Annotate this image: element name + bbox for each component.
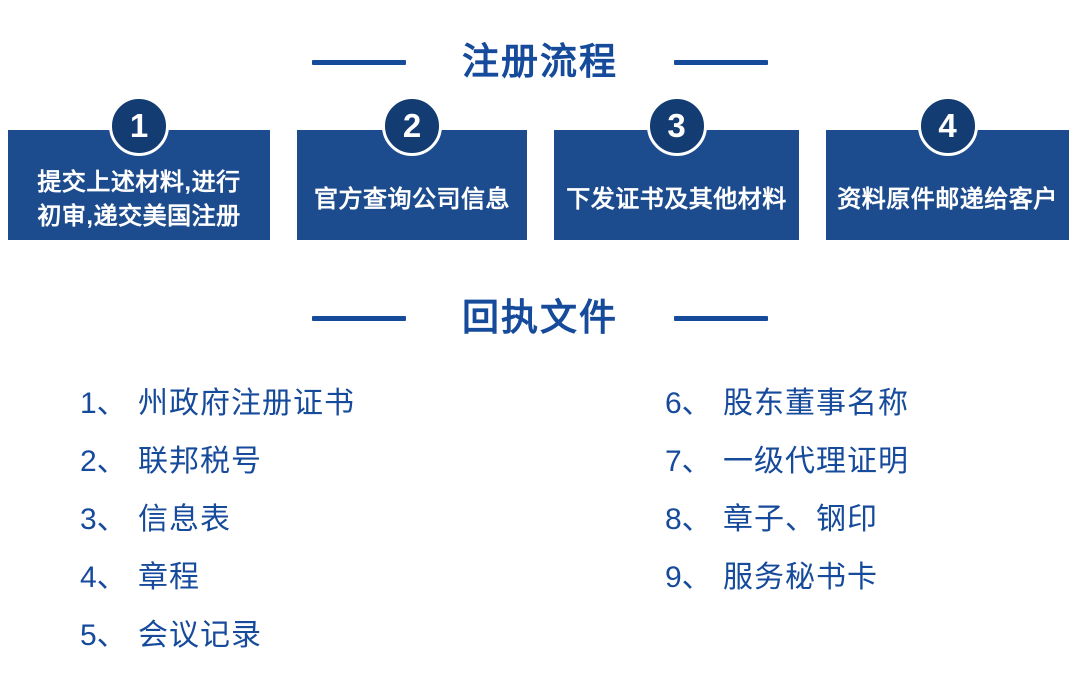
step-4-number: 4 [938,107,957,145]
process-step-3: 3 下发证书及其他材料 [554,96,799,241]
documents-section-header: 回执文件 [0,296,1080,340]
step-2-text: 官方查询公司信息 [314,185,510,213]
doc-item-4-label: 章程 [138,560,200,594]
step-4-number-badge: 4 [917,96,978,157]
process-steps: 1 提交上述材料,进行 初审,递交美国注册 2 官方查询公司信息 3 下发证书及… [8,96,1069,241]
step-3-number: 3 [667,107,686,145]
doc-item-8: 8、 章子、钢印 [665,487,1080,545]
step-1-number-badge: 1 [109,96,169,157]
documents-column-right: 6、 股东董事名称 7、 一级代理证明 8、 章子、钢印 9、 服务秘书卡 [540,371,1080,661]
doc-item-8-number: 8、 [665,502,712,536]
documents-column-left: 1、 州政府注册证书 2、 联邦税号 3、 信息表 4、 章程 5、 会议记录 [0,371,540,661]
doc-item-6-label: 股东董事名称 [723,386,909,420]
doc-item-4-number: 4、 [80,560,127,594]
doc-item-1-number: 1、 [80,386,127,420]
doc-item-3-label: 信息表 [138,502,231,536]
doc-item-7-number: 7、 [665,444,712,478]
doc-item-5-label: 会议记录 [138,618,262,652]
title-dash-left [312,59,406,65]
doc-item-1-label: 州政府注册证书 [138,386,355,420]
doc-item-9-number: 9、 [665,560,712,594]
process-title: 注册流程 [462,41,618,82]
doc-item-7-label: 一级代理证明 [723,444,909,478]
documents-list: 1、 州政府注册证书 2、 联邦税号 3、 信息表 4、 章程 5、 会议记录 [0,371,1080,661]
doc-item-9-label: 服务秘书卡 [723,560,878,594]
process-step-2: 2 官方查询公司信息 [297,96,527,241]
doc-item-8-label: 章子、钢印 [723,502,878,536]
doc-item-7: 7、 一级代理证明 [665,429,1080,487]
doc-item-3: 3、 信息表 [80,487,540,545]
title-dash-right [674,59,768,65]
step-4-text: 资料原件邮递给客户 [837,185,1058,213]
title-dash-left [312,316,406,322]
process-section-header: 注册流程 [0,0,1080,84]
step-2-number-badge: 2 [382,96,442,157]
doc-item-4: 4、 章程 [80,545,540,603]
step-3-number-badge: 3 [646,96,707,157]
step-1-text: 提交上述材料,进行 初审,递交美国注册 [37,168,241,231]
doc-item-6-number: 6、 [665,386,712,420]
documents-title: 回执文件 [462,297,618,339]
doc-item-2-label: 联邦税号 [138,444,262,478]
step-2-number: 2 [402,107,422,145]
step-1-number: 1 [129,107,149,145]
doc-item-1: 1、 州政府注册证书 [80,371,540,429]
doc-item-5: 5、 会议记录 [80,603,540,661]
doc-item-3-number: 3、 [80,502,127,536]
doc-item-2-number: 2、 [80,444,127,478]
doc-item-2: 2、 联邦税号 [80,429,540,487]
step-3-text: 下发证书及其他材料 [566,185,787,213]
doc-item-5-number: 5、 [80,618,127,652]
doc-item-9: 9、 服务秘书卡 [665,545,1080,603]
process-step-4: 4 资料原件邮递给客户 [826,96,1069,241]
title-dash-right [674,316,768,322]
process-step-1: 1 提交上述材料,进行 初审,递交美国注册 [8,96,270,241]
doc-item-6: 6、 股东董事名称 [665,371,1080,429]
